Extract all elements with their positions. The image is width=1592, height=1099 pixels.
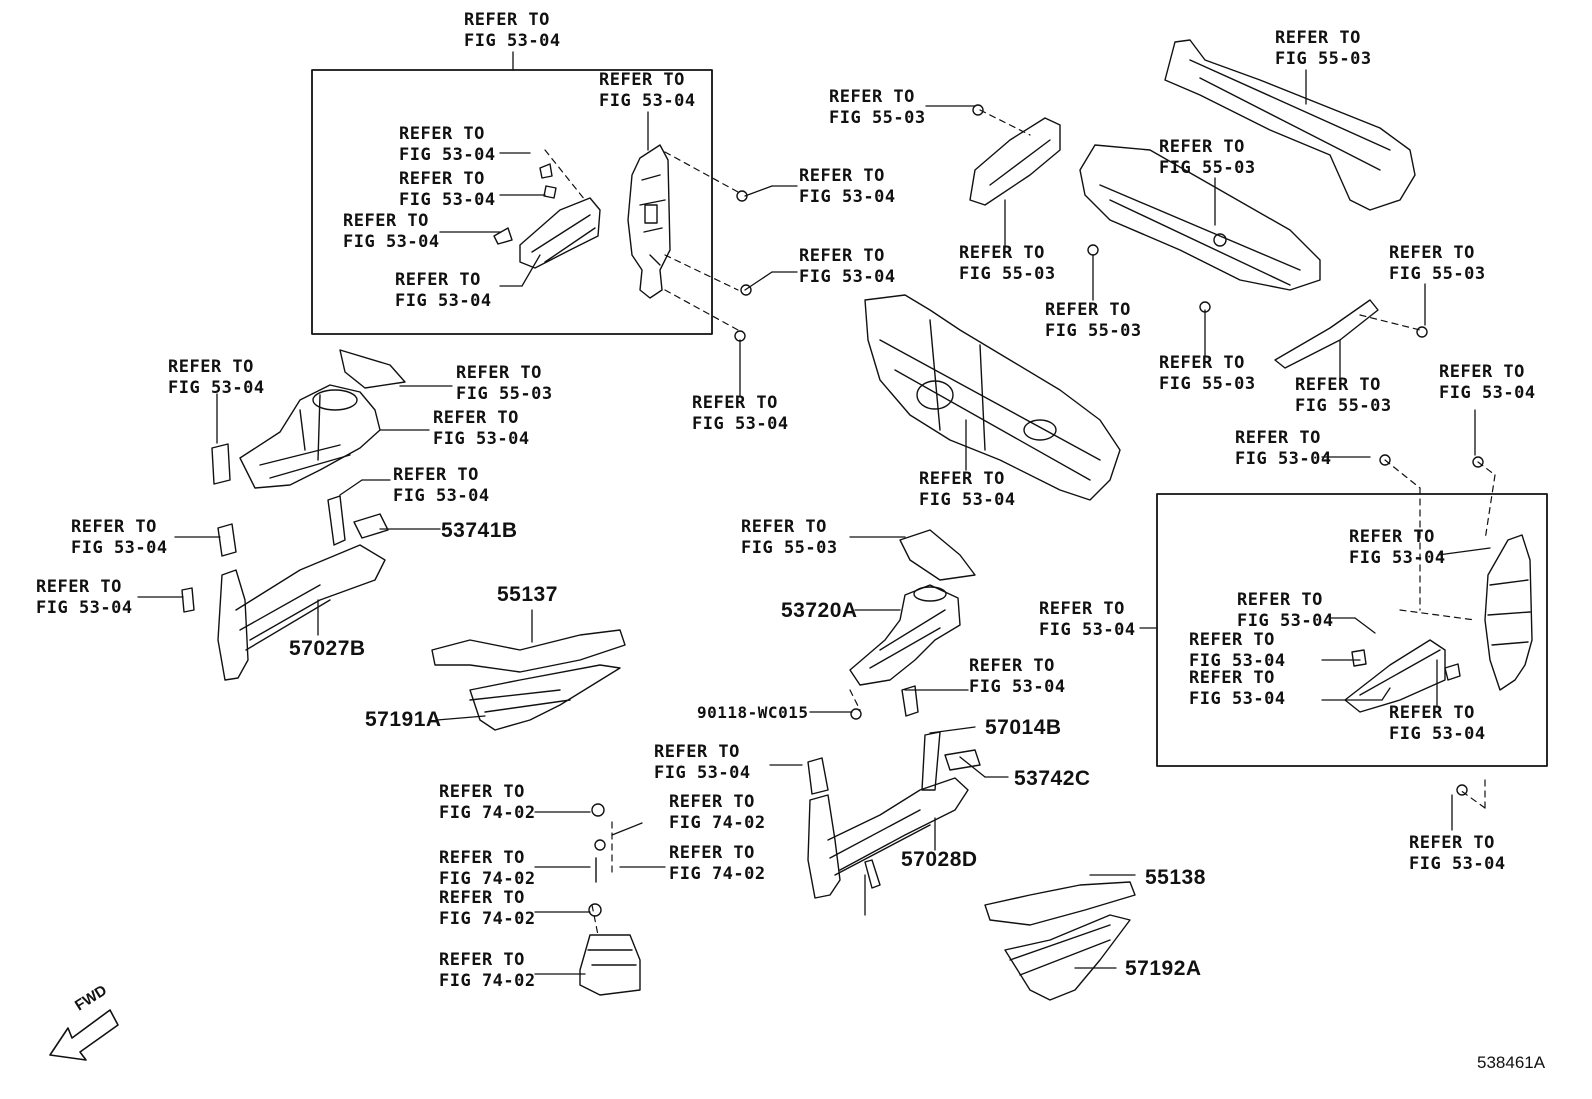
part-number-55137[interactable]: 55137 (497, 583, 558, 606)
fwd-arrow-icon (49, 1009, 119, 1061)
part-sketch-strut-tower-right (849, 529, 976, 717)
part-number-57027B[interactable]: 57027B (289, 637, 366, 660)
part-sketch-right-inset (1344, 534, 1533, 713)
part-sketch-side-member-right (807, 731, 981, 899)
inset-frame-right (1156, 493, 1548, 767)
part-number-57028D[interactable]: 57028D (901, 848, 978, 871)
part-number-57192A[interactable]: 57192A (1125, 957, 1202, 980)
part-number-53741B[interactable]: 53741B (441, 519, 518, 542)
illustration-id: 538461A (1477, 1053, 1546, 1072)
part-number-57191A[interactable]: 57191A (365, 708, 442, 731)
part-sketch-strut-tower-left (211, 349, 406, 489)
fastener-bolts (734, 104, 1484, 796)
part-sketch-floor-member-right (984, 881, 1136, 1001)
part-number-53720A[interactable]: 53720A (781, 599, 858, 622)
part-sketch-dash-panel (864, 294, 1121, 501)
part-number-90118-WC015[interactable]: 90118-WC015 (697, 703, 809, 722)
part-sketch-cowl-upper (969, 39, 1416, 369)
part-number-57014B[interactable]: 57014B (985, 716, 1062, 739)
leader-lines (137, 51, 1491, 975)
part-number-53742C[interactable]: 53742C (1014, 767, 1091, 790)
dashed-assembly-lines (544, 109, 1496, 936)
part-sketch-left-inset (493, 144, 671, 299)
inset-frame-left (311, 69, 713, 335)
part-sketch-side-member-left (181, 495, 389, 681)
part-sketch-mount-hardware (579, 803, 641, 996)
part-number-55138[interactable]: 55138 (1145, 866, 1206, 889)
part-sketch-floor-member-left (431, 629, 626, 731)
